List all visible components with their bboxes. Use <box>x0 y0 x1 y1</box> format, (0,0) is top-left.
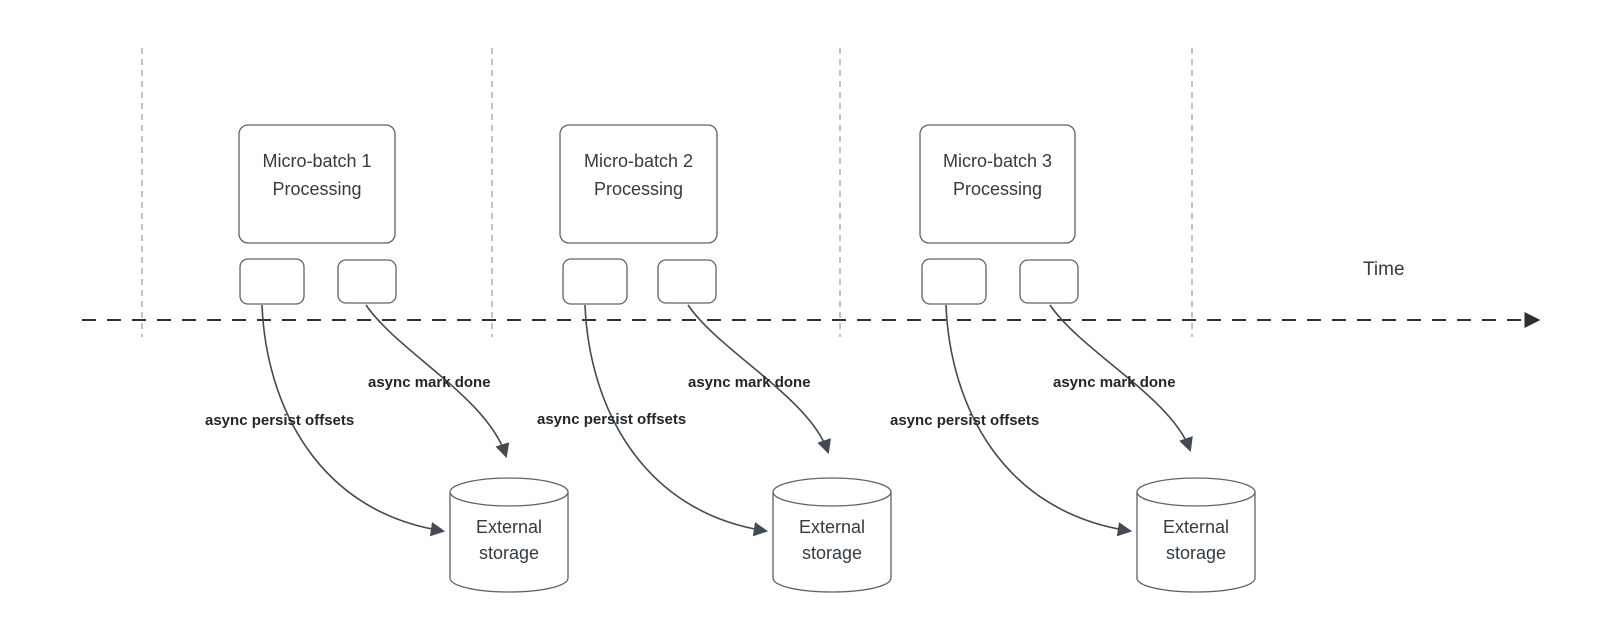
async-persist-offsets-arrow-1 <box>261 304 446 537</box>
micro-batch-2-task-box-left <box>562 258 628 305</box>
async-mark-done-label-1: async mark done <box>368 374 491 391</box>
external-storage-cylinder-1-body <box>449 492 569 593</box>
micro-batch-2-label: Micro-batch 2 Processing <box>560 147 717 203</box>
async-persist-offsets-label-3: async persist offsets <box>890 412 1040 429</box>
external-storage-cylinder-1-top <box>449 477 569 507</box>
micro-batch-3-processing-box <box>919 124 1076 244</box>
async-mark-done-label-3: async mark done <box>1053 374 1176 391</box>
async-mark-done-arrow-1 <box>365 304 510 459</box>
external-storage-cylinder-2-top <box>772 477 892 507</box>
micro-batch-1-task-box-left <box>239 258 305 305</box>
micro-batch-1-label-line2: Processing <box>272 179 362 199</box>
async-persist-offsets-arrow-3 <box>945 304 1133 537</box>
external-storage-cylinder-3-top <box>1136 477 1256 507</box>
micro-batch-3-task-box-right <box>1019 259 1079 304</box>
external-storage-label-3: External storage <box>1137 514 1255 566</box>
external-storage-label-1-line2: storage <box>478 543 540 563</box>
external-storage-label-1: External storage <box>450 514 568 566</box>
external-storage-label-1-line1: External <box>475 517 543 537</box>
async-persist-offsets-label-2: async persist offsets <box>537 411 687 428</box>
external-storage-cylinder-2-body <box>772 492 892 593</box>
micro-batch-1-label-line1: Micro-batch 1 <box>262 151 372 171</box>
micro-batch-2-task-box-right <box>657 259 717 304</box>
micro-batch-3-label: Micro-batch 3 Processing <box>920 147 1075 203</box>
async-persist-offsets-label-1: async persist offsets <box>205 412 355 429</box>
external-storage-label-3-line1: External <box>1162 517 1230 537</box>
external-storage-label-3-line2: storage <box>1165 543 1227 563</box>
time-axis-label: Time <box>1363 259 1405 280</box>
micro-batch-1-label: Micro-batch 1 Processing <box>239 147 395 203</box>
micro-batch-2-label-line2: Processing <box>593 179 684 199</box>
micro-batch-1-task-box-right <box>337 259 397 304</box>
external-storage-label-2: External storage <box>773 514 891 566</box>
micro-batch-2-processing-box <box>559 124 718 244</box>
async-mark-done-arrow-3 <box>1049 304 1193 453</box>
async-mark-done-arrow-2 <box>687 304 831 455</box>
micro-batch-1-processing-box <box>238 124 396 244</box>
micro-batch-3-label-line1: Micro-batch 3 <box>942 151 1053 171</box>
external-storage-label-2-line1: External <box>798 517 866 537</box>
micro-batch-3-label-line2: Processing <box>952 179 1043 199</box>
async-persist-offsets-arrow-2 <box>584 304 769 537</box>
micro-batch-2-label-line1: Micro-batch 2 <box>583 151 694 171</box>
external-storage-cylinder-3-body <box>1136 492 1256 593</box>
micro-batch-3-task-box-left <box>921 258 987 305</box>
external-storage-label-2-line2: storage <box>801 543 863 563</box>
async-mark-done-label-2: async mark done <box>688 374 811 391</box>
